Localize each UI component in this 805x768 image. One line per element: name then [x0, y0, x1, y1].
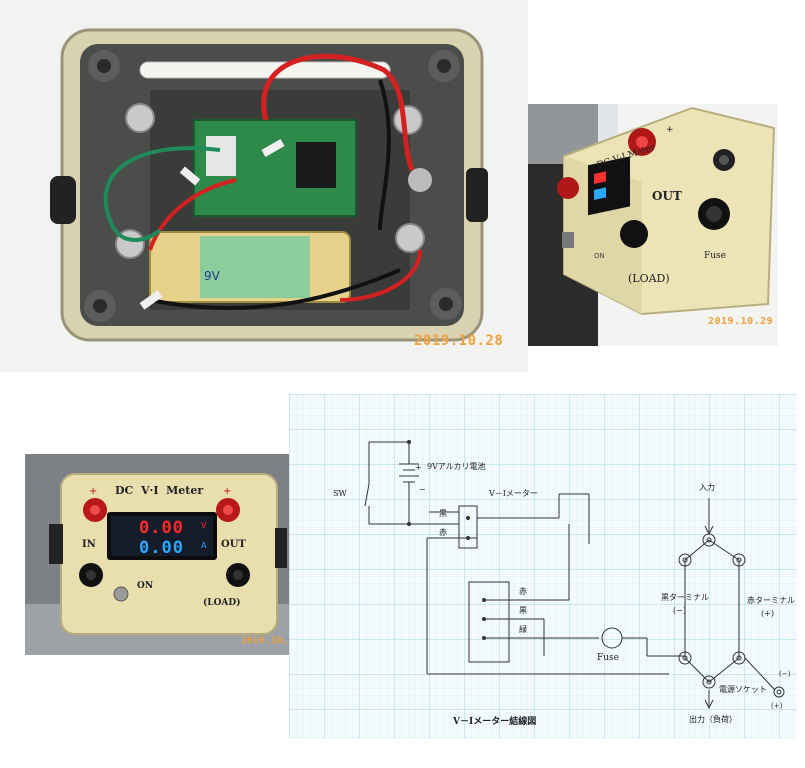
side-fuse-label: Fuse — [704, 251, 726, 261]
meter-voltage-readout: 0.00 — [139, 518, 184, 538]
front-plus-left-label: + — [89, 486, 98, 497]
wiring-diagram: + − 9Vアルカリ電池 SW V－Iメーター 黒 赤 赤 黒 緑 入力 黒ター… — [289, 394, 797, 739]
date-stamp: 2019.10.28 — [241, 636, 289, 646]
side-out-label: OUT — [652, 189, 682, 203]
green-wire-label: 緑 — [519, 624, 527, 634]
photo-box-front: DC V·I Meter + + IN OUT ON (LOAD) 0.00 V… — [25, 454, 289, 655]
front-plus-right-label: + — [223, 486, 232, 497]
power-socket-label: 電源ソケット — [719, 685, 767, 694]
battery-label: 9Vアルカリ電池 — [427, 461, 486, 471]
front-title-label: DC V·I Meter — [115, 484, 204, 497]
socket-minus-label: (−) — [779, 670, 791, 678]
meter-current-unit: A — [201, 541, 207, 550]
front-out-label: OUT — [221, 539, 246, 550]
black-terminal-polarity: (−) — [673, 606, 686, 615]
meter-label: V－Iメーター — [488, 489, 538, 498]
front-on-label: ON — [137, 581, 154, 591]
photo-box-interior: 9V 2019.10.28 — [0, 0, 528, 372]
side-plus-label: + — [666, 125, 674, 135]
black-wire-label-2: 黒 — [519, 606, 527, 615]
red-terminal-polarity: (+) — [761, 609, 774, 618]
date-stamp: 2019.10.28 — [414, 333, 504, 349]
output-label: 出力（負荷） — [689, 714, 737, 724]
diagram-title: V－Iメーター結線図 — [452, 715, 536, 727]
photo-box-side: DC V·I Meter + OUT Fuse (LOAD) ON 2019.1… — [528, 104, 778, 346]
red-terminal-label: 赤ターミナル — [747, 596, 795, 605]
battery-minus-label: − — [419, 485, 426, 494]
meter-current-readout: 0.00 — [139, 538, 184, 558]
meter-voltage-unit: V — [201, 521, 207, 530]
black-terminal-label: 黒ターミナル — [661, 593, 709, 602]
red-wire-label-1: 赤 — [439, 528, 447, 537]
battery-plus-label: + — [415, 463, 422, 472]
input-label: 入力 — [699, 482, 715, 492]
fuse-label: Fuse — [597, 653, 619, 663]
switch-label: SW — [333, 489, 347, 498]
socket-plus-label: (+) — [771, 702, 783, 710]
battery-label: 9V — [204, 269, 221, 283]
date-stamp: 2019.10.29 — [708, 316, 774, 327]
red-wire-label-2: 赤 — [519, 587, 527, 596]
side-on-label: ON — [594, 252, 605, 260]
front-load-label: (LOAD) — [203, 598, 241, 608]
black-wire-label-1: 黒 — [439, 509, 447, 518]
side-load-label: (LOAD) — [628, 272, 670, 285]
front-in-label: IN — [82, 539, 96, 550]
